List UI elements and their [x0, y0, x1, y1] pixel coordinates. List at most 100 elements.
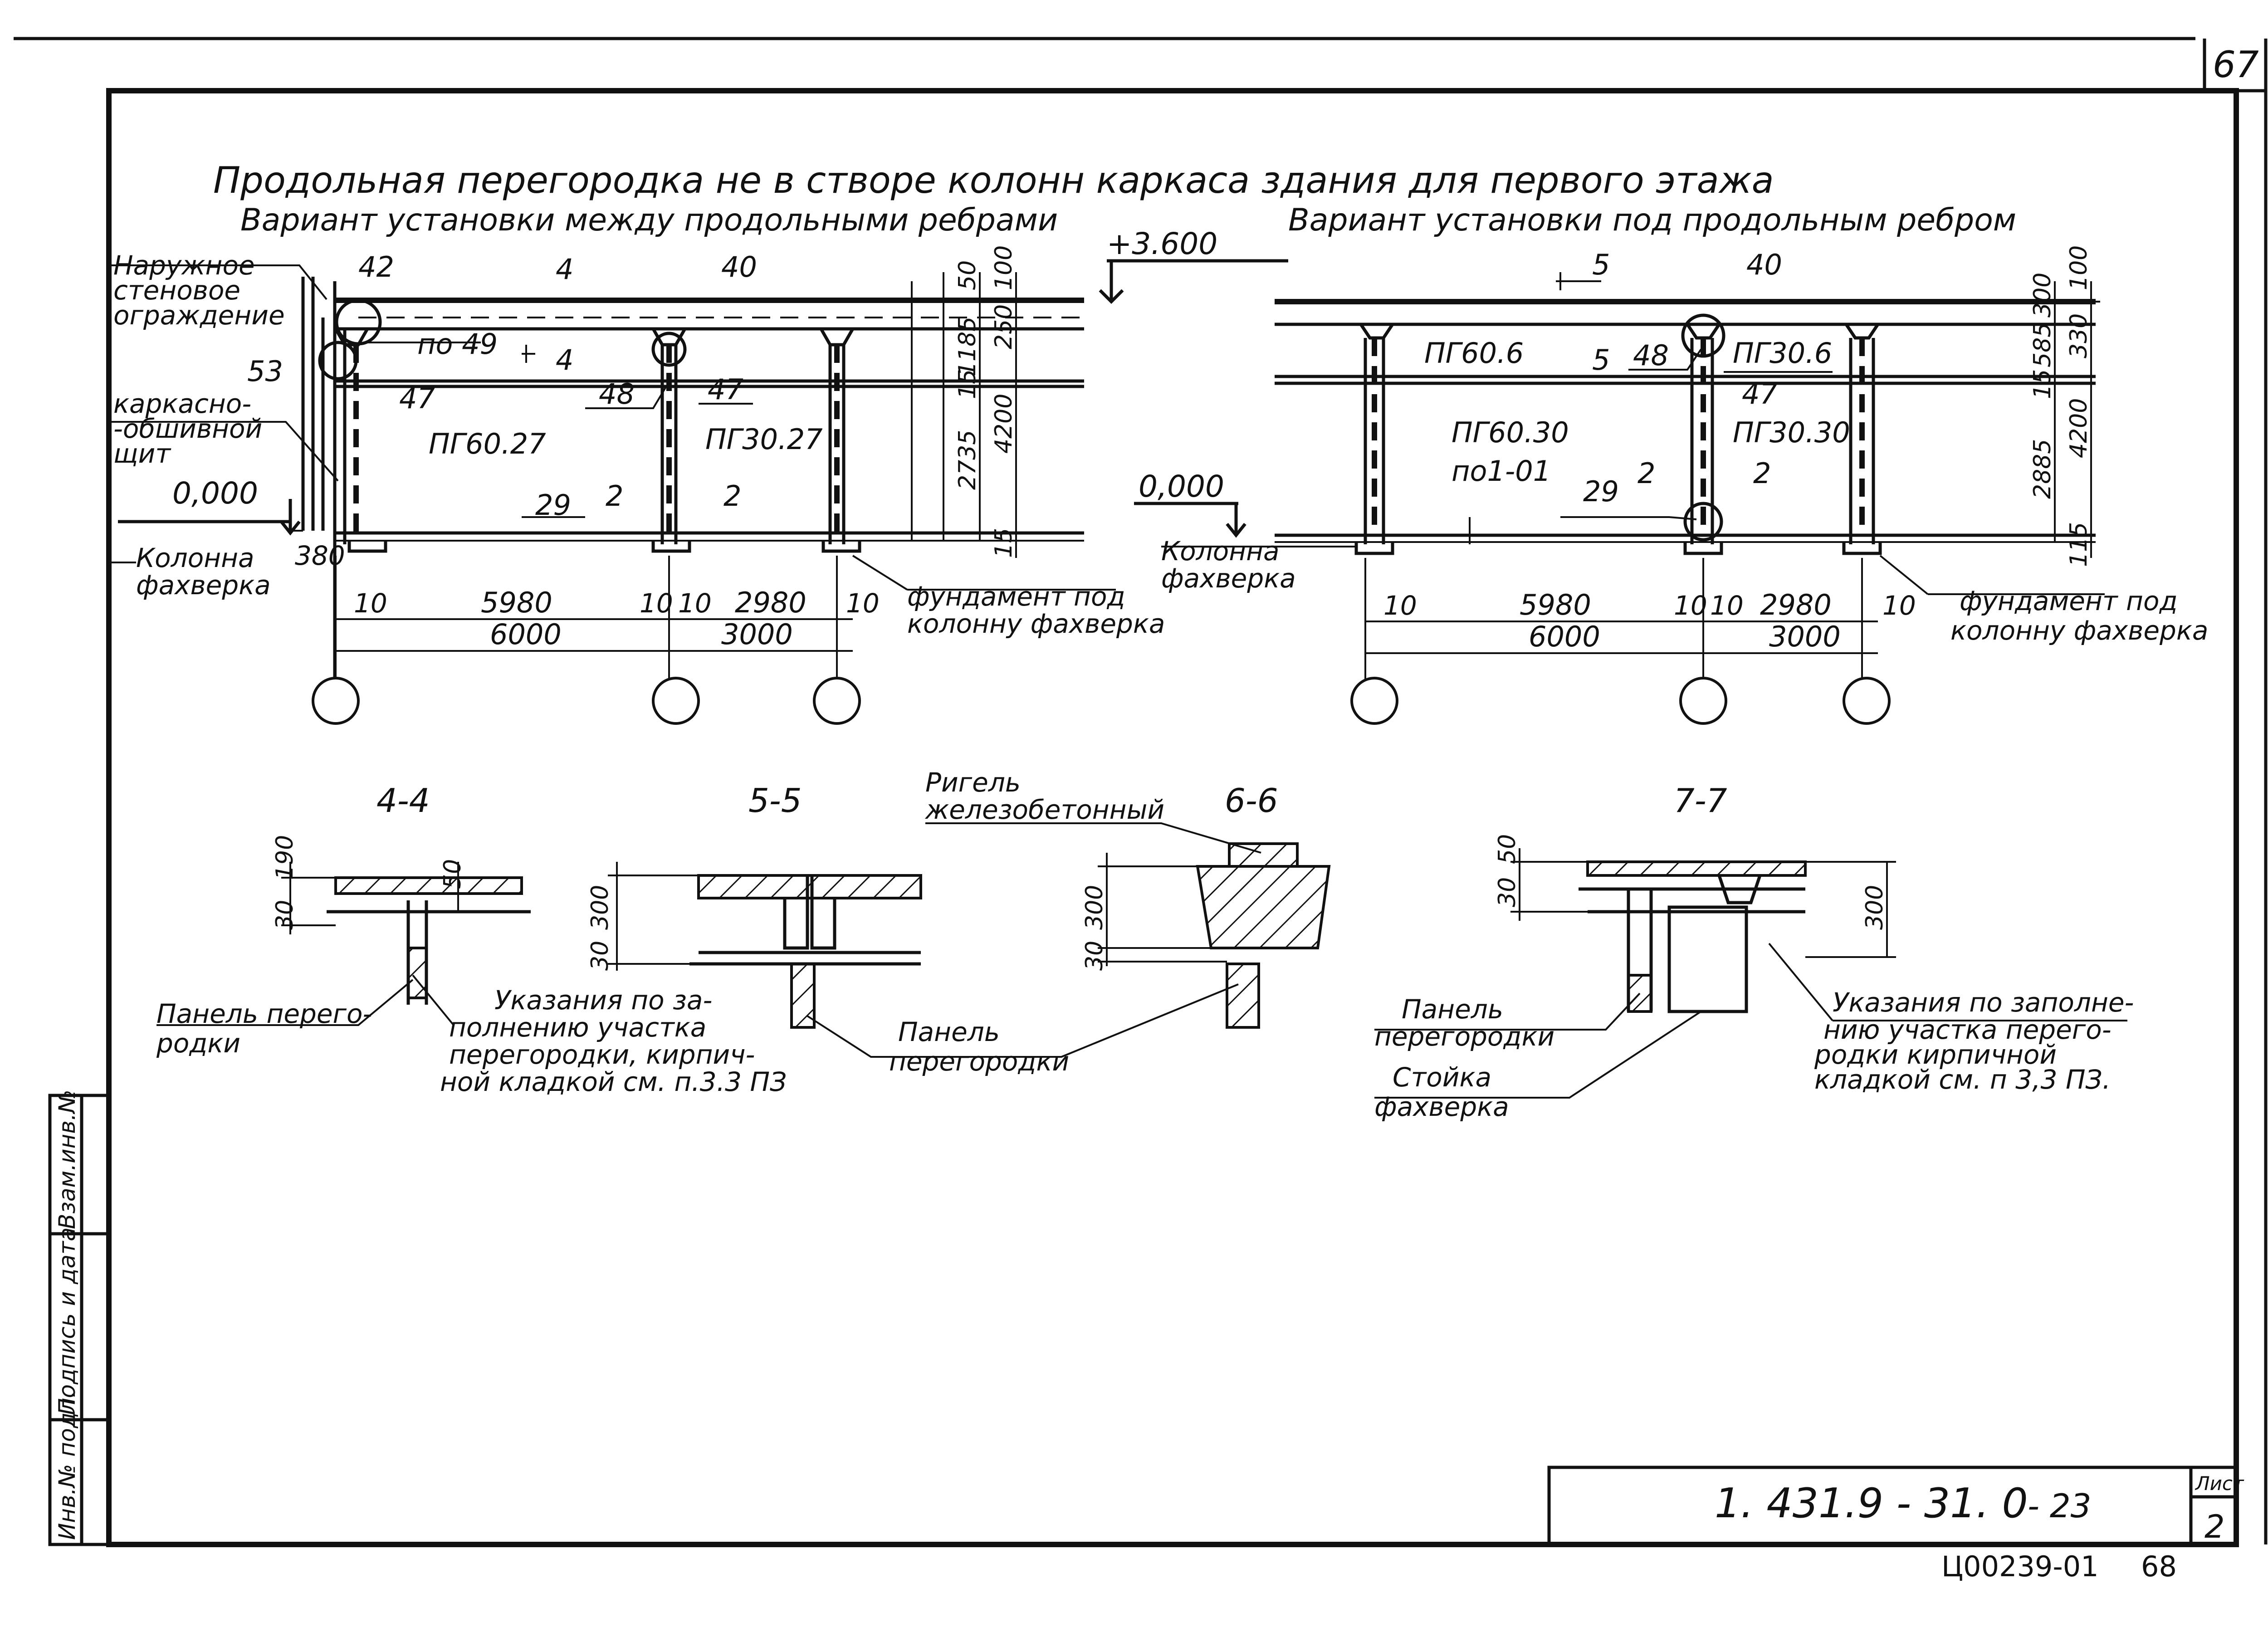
mark-29: 29 [1583, 475, 1619, 508]
section-mark-4: 4 [556, 253, 573, 286]
section-mark-5: 5 [1592, 343, 1610, 376]
dim-3000: 3000 [1769, 620, 1841, 653]
note-fill: родки кирпичной [1814, 1039, 2057, 1070]
vdim-2885: 2885 [2029, 439, 2056, 499]
section-title-4-4: 4-4 [376, 782, 430, 820]
dim-2980: 2980 [735, 586, 807, 619]
section-title-6-6: 6-6 [1225, 782, 1278, 820]
dim-380: 380 [295, 540, 345, 571]
stamp-inv-podl: Инв.№ подл. [54, 1391, 80, 1540]
panel-mark: ПГ60.30 [1452, 416, 1569, 449]
section-6-6 [925, 822, 1331, 1058]
label-panel: родки [156, 1028, 240, 1059]
section-mark-4: 4 [556, 343, 573, 376]
dim-10: 10 [1710, 590, 1744, 621]
left-subtitle: Вариант установки между продольными ребр… [240, 202, 1058, 238]
note-fill: полнению участка [449, 1012, 706, 1043]
sheet-frame [14, 37, 2268, 1547]
list-number: 2 [2204, 1508, 2225, 1545]
dim-10: 10 [354, 588, 387, 619]
section-mark-2: 2 [606, 479, 623, 513]
mark-53: 53 [247, 355, 283, 388]
vdim-330: 330 [2065, 313, 2092, 358]
dim-10: 10 [1674, 590, 1707, 621]
dim-3000: 3000 [721, 618, 793, 651]
note-fill: нию участка перего- [1823, 1014, 2112, 1045]
vdim-1185: 1185 [954, 317, 981, 376]
mark-40: 40 [721, 250, 757, 283]
label-panel: Панель [898, 1016, 1000, 1047]
right-subtitle: Вариант установки под продольным ребром [1288, 202, 2016, 238]
label-foundation: колонну фахверка [1950, 615, 2208, 646]
section-title-5-5: 5-5 [748, 782, 802, 820]
label-post: Стойка [1393, 1062, 1491, 1093]
panel-mark: ПГ30.6 [1733, 337, 1832, 370]
dim-10: 10 [1882, 590, 1916, 621]
right-elevation-view [1134, 272, 2105, 725]
mark-48: 48 [599, 377, 635, 410]
label-panel: перегородки [1374, 1021, 1554, 1052]
vdim-15: 15 [990, 528, 1017, 558]
dim-10: 10 [678, 588, 712, 619]
panel-mark: ПГ30.30 [1733, 416, 1850, 449]
dim-5980: 5980 [1520, 588, 1591, 621]
dim-10: 10 [640, 588, 673, 619]
mark-47: 47 [399, 382, 435, 415]
vdim-15: 15 [2029, 369, 2056, 399]
panel-mark: ПГ60.27 [429, 427, 546, 460]
axis-bubble [1679, 677, 1727, 725]
dim-10: 10 [1383, 590, 1417, 621]
label-column: фахверка [136, 570, 271, 601]
axis-bubble [652, 677, 700, 725]
label-column: Колонна [1161, 536, 1280, 567]
label-foundation: фундамент под [907, 581, 1125, 612]
mark-40: 40 [1746, 248, 1782, 281]
label-outer-wall: ограждение [113, 300, 285, 331]
panel-mark: ПГ30.27 [705, 423, 823, 456]
dim-6000: 6000 [1529, 620, 1600, 653]
elevation-zero: 0,000 [172, 476, 258, 511]
archive-number: Ц00239-01 [1941, 1550, 2099, 1583]
label-panel: Панель перего- [156, 998, 372, 1029]
note-fill: Указания по за- [494, 985, 712, 1016]
dim-10: 10 [846, 588, 880, 619]
label-panel: Панель [1402, 994, 1503, 1025]
section-mark-5: 5 [1592, 248, 1610, 281]
sheet-number: 67 [2213, 44, 2259, 86]
vdim-2735: 2735 [954, 430, 981, 490]
section-mark-2: 2 [1637, 457, 1655, 490]
vdim-50: 50 [954, 260, 981, 290]
note-fill: Указания по заполне- [1833, 987, 2134, 1018]
sdim-30: 30 [1081, 941, 1108, 971]
panel-mark: ПГ60.6 [1424, 337, 1524, 370]
label-foundation: колонну фахверка [907, 608, 1165, 639]
vdim-100: 100 [2065, 245, 2092, 290]
drawing-title: Продольная перегородка не в створе колон… [213, 159, 1774, 201]
label-rigel: железобетонный [924, 794, 1164, 825]
section-mark-2: 2 [1753, 457, 1771, 490]
stamp-sign-date: Подпись и дата [54, 1227, 80, 1415]
note-fill: кладкой см. п 3,3 ПЗ. [1814, 1064, 2111, 1095]
section-7-7 [1374, 848, 2127, 1099]
axis-bubble [1350, 677, 1398, 725]
left-elevation-view [109, 259, 1288, 725]
axis-bubble [813, 677, 861, 725]
label-column: Колонна [136, 542, 254, 573]
label-column: фахверка [1161, 563, 1296, 594]
section-mark-2: 2 [723, 479, 741, 513]
mark-47: 47 [1742, 377, 1778, 410]
vdim-4200: 4200 [2065, 398, 2092, 458]
note-fill: ной кладкой см. п.3.3 ПЗ [440, 1066, 787, 1097]
elevation-zero: 0,000 [1139, 469, 1224, 504]
vdim-15: 15 [954, 369, 981, 399]
label-frame-panel: каркасно- [113, 388, 251, 419]
dim-2980: 2980 [1760, 588, 1832, 621]
vdim-250: 250 [990, 304, 1017, 349]
sdim-50: 50 [1494, 834, 1521, 864]
vdim-585: 585 [2029, 323, 2056, 367]
label-panel: перегородки [889, 1046, 1069, 1077]
mark-42: 42 [358, 250, 394, 283]
title-block [1547, 1466, 2238, 1546]
right-labels: 0,000 Колонна фахверка фундамент под кол… [1139, 245, 2208, 653]
sdim-50: 50 [439, 859, 466, 889]
